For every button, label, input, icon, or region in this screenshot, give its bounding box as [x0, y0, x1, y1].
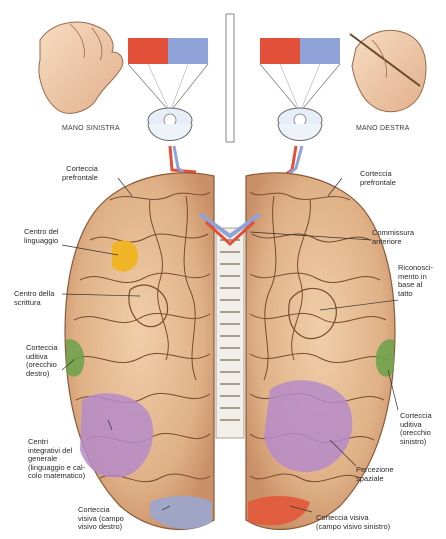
right-hand [350, 30, 426, 111]
left-hand-caption: MANO SINISTRA [62, 125, 120, 132]
center-divider [226, 14, 234, 142]
left-stimulus-square [128, 38, 208, 112]
right-hand-caption: MANO DESTRA [356, 125, 410, 132]
left-hand [39, 22, 123, 113]
corpus-callosum [216, 228, 244, 438]
right-stimulus-square [260, 38, 340, 112]
label-right-visual: Corteccia visiva(campo visivo sinistro) [316, 514, 390, 531]
left-hemisphere [65, 173, 214, 530]
